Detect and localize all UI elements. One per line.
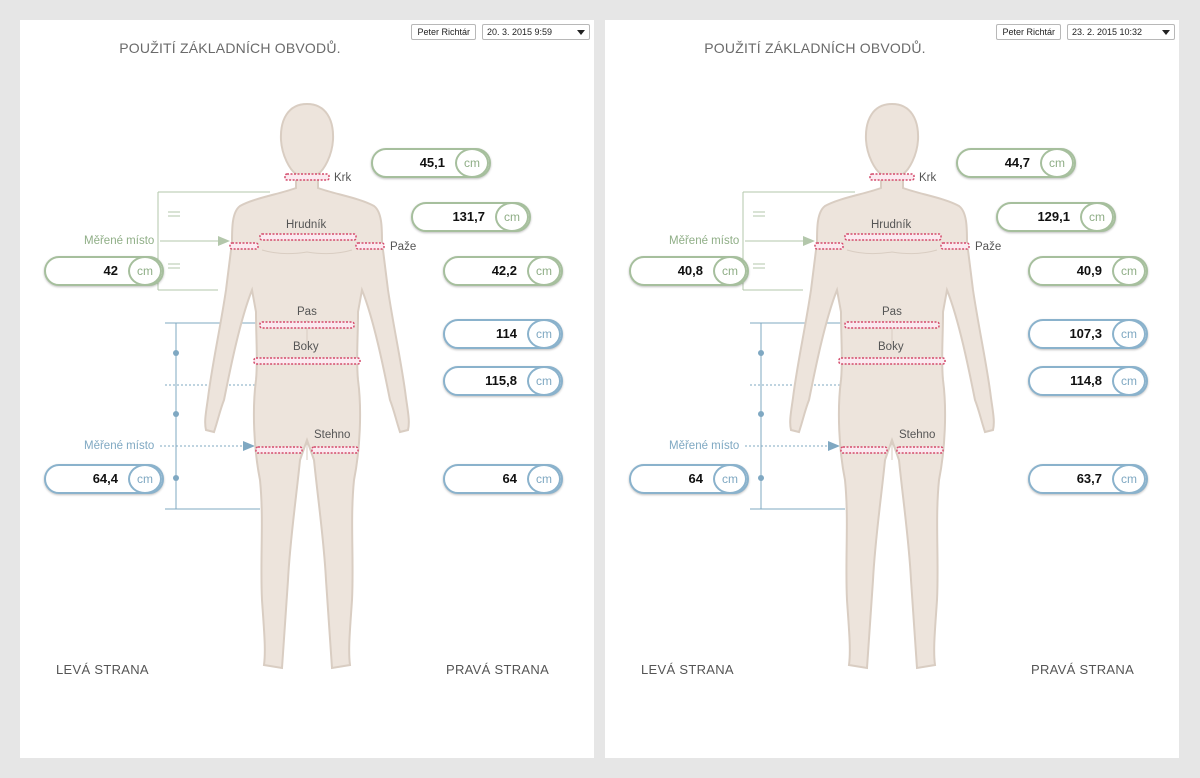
unit-label: cm (527, 464, 561, 494)
label-krk: Krk (334, 172, 352, 184)
left-side-label: LEVÁ STRANA (641, 662, 734, 677)
page-title: POUŽITÍ ZÁKLADNÍCH OBVODŮ. (119, 40, 341, 56)
value-stehno-right-number: 63,7 (1076, 471, 1102, 486)
unit-label: cm (128, 464, 162, 494)
body-figure (742, 102, 995, 670)
value-paze-right: 42,2 cm (443, 256, 563, 286)
value-pas: 114 cm (443, 319, 563, 349)
date-select[interactable]: 23. 2. 2015 10:32 (1067, 24, 1175, 40)
user-button[interactable]: Peter Richtár (996, 24, 1061, 40)
label-hrudnik: Hrudník (871, 219, 912, 231)
value-paze-right-number: 40,9 (1076, 263, 1102, 278)
value-krk-number: 45,1 (419, 155, 445, 170)
value-stehno-right: 63,7 cm (1028, 464, 1148, 494)
label-paze: Paže (390, 241, 417, 253)
label-merene-misto-upper: Měřené místo (84, 235, 155, 247)
unit-label: cm (495, 202, 529, 232)
unit-label: cm (527, 319, 561, 349)
value-pas-number: 114 (496, 326, 517, 341)
value-paze-right-number: 42,2 (491, 263, 517, 278)
value-stehno-right-number: 64 (502, 471, 517, 486)
value-boky: 114,8 cm (1028, 366, 1148, 396)
unit-label: cm (128, 256, 162, 286)
value-stehno-right: 64 cm (443, 464, 563, 494)
value-pas-number: 107,3 (1069, 326, 1102, 341)
user-button[interactable]: Peter Richtár (411, 24, 476, 40)
unit-label: cm (1080, 202, 1114, 232)
unit-label: cm (713, 464, 747, 494)
unit-label: cm (1040, 148, 1074, 178)
right-side-label: PRAVÁ STRANA (446, 662, 550, 677)
label-paze: Paže (975, 241, 1002, 253)
unit-label: cm (713, 256, 747, 286)
unit-label: cm (1112, 319, 1146, 349)
body-figure (157, 102, 410, 670)
unit-label: cm (527, 256, 561, 286)
value-stehno-left-number: 64,4 (92, 471, 118, 486)
value-hrudnik-number: 129,1 (1037, 209, 1070, 224)
label-boky: Boky (878, 341, 904, 353)
label-stehno: Stehno (899, 429, 936, 441)
measurement-panel-2: Peter Richtár 23. 2. 2015 10:32 POUŽITÍ … (605, 20, 1179, 758)
panel-toolbar: Peter Richtár 23. 2. 2015 10:32 (996, 24, 1175, 40)
label-merene-misto-lower: Měřené místo (84, 440, 155, 452)
label-pas: Pas (882, 306, 902, 318)
label-pas: Pas (297, 306, 317, 318)
value-hrudnik: 129,1 cm (996, 202, 1116, 232)
chevron-down-icon (1162, 30, 1170, 35)
value-stehno-left-number: 64 (688, 471, 703, 486)
label-merene-misto-lower: Měřené místo (669, 440, 740, 452)
value-stehno-left: 64,4 cm (44, 464, 164, 494)
value-pas: 107,3 cm (1028, 319, 1148, 349)
value-stehno-left: 64 cm (629, 464, 749, 494)
unit-label: cm (1112, 366, 1146, 396)
value-paze-right: 40,9 cm (1028, 256, 1148, 286)
value-paze-left: 40,8 cm (629, 256, 749, 286)
value-boky-number: 115,8 (485, 373, 517, 388)
panel-toolbar: Peter Richtár 20. 3. 2015 9:59 (411, 24, 590, 40)
date-select-value: 20. 3. 2015 9:59 (487, 27, 553, 37)
unit-label: cm (1112, 464, 1146, 494)
label-merene-misto-upper: Měřené místo (669, 235, 740, 247)
value-paze-left-number: 40,8 (677, 263, 703, 278)
value-krk: 44,7 cm (956, 148, 1076, 178)
value-hrudnik-number: 131,7 (452, 209, 485, 224)
label-krk: Krk (919, 172, 937, 184)
measurement-panel-1: Peter Richtár 20. 3. 2015 9:59 POUŽITÍ Z… (20, 20, 594, 758)
date-select[interactable]: 20. 3. 2015 9:59 (482, 24, 590, 40)
label-stehno: Stehno (314, 429, 351, 441)
value-boky-number: 114,8 (1070, 373, 1102, 388)
label-hrudnik: Hrudník (286, 219, 327, 231)
value-paze-left-number: 42 (103, 263, 118, 278)
left-side-label: LEVÁ STRANA (56, 662, 149, 677)
value-krk-number: 44,7 (1004, 155, 1030, 170)
value-boky: 115,8 cm (443, 366, 563, 396)
unit-label: cm (455, 148, 489, 178)
chevron-down-icon (577, 30, 585, 35)
right-side-label: PRAVÁ STRANA (1031, 662, 1135, 677)
date-select-value: 23. 2. 2015 10:32 (1072, 27, 1143, 37)
unit-label: cm (1112, 256, 1146, 286)
page-title: POUŽITÍ ZÁKLADNÍCH OBVODŮ. (704, 40, 926, 56)
label-boky: Boky (293, 341, 319, 353)
value-hrudnik: 131,7 cm (411, 202, 531, 232)
value-krk: 45,1 cm (371, 148, 491, 178)
unit-label: cm (527, 366, 561, 396)
value-paze-left: 42 cm (44, 256, 164, 286)
